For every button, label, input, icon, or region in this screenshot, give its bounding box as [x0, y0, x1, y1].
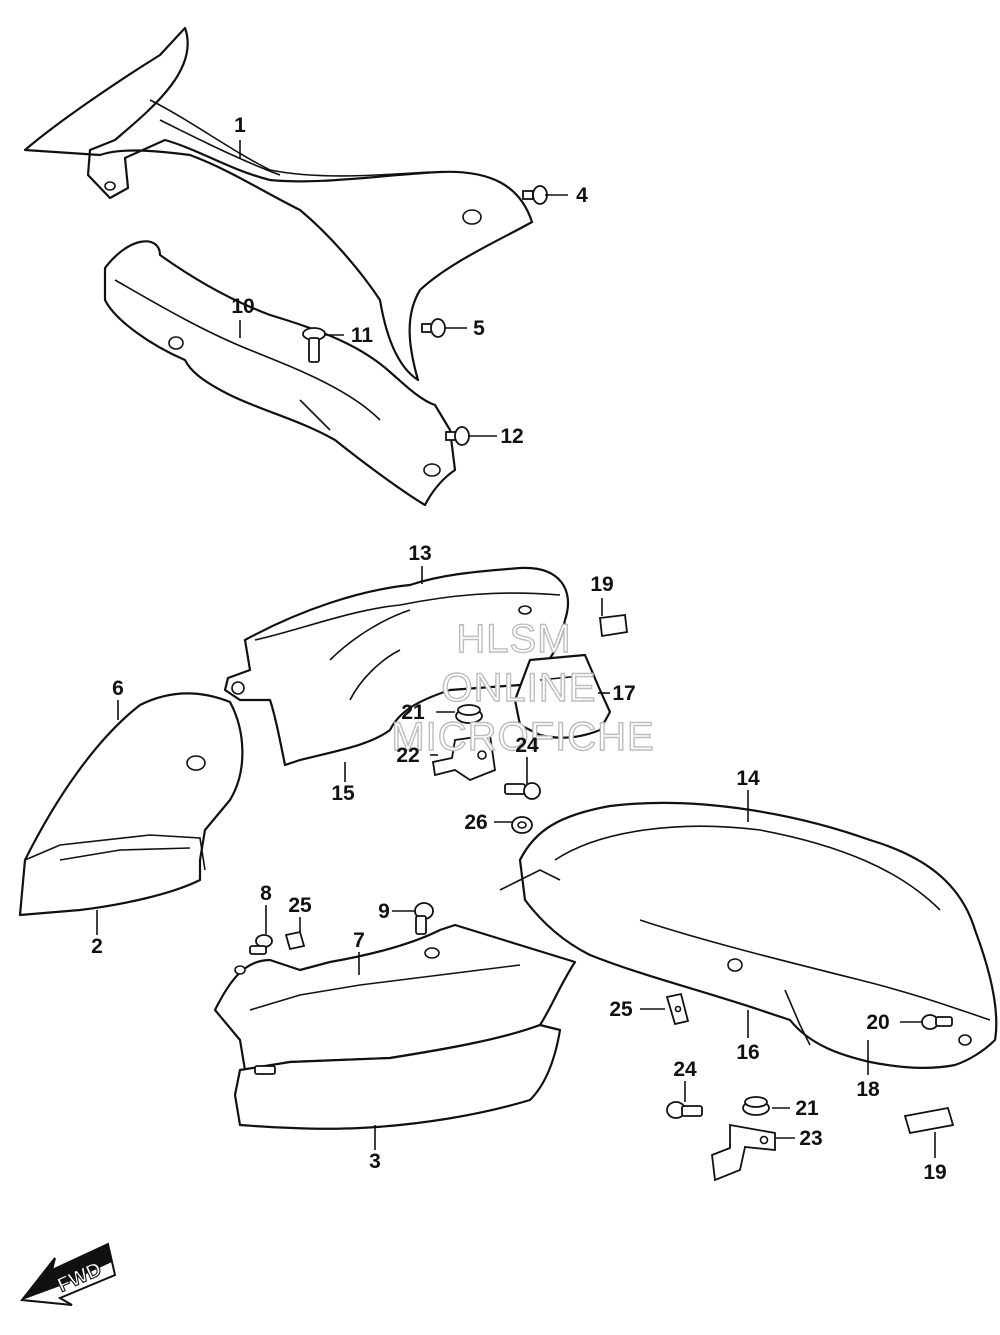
watermark-line-1: HLSM: [456, 617, 571, 661]
bolt-24-lower: [666, 1101, 703, 1119]
callout-19-upper: 19: [590, 573, 613, 596]
part-17-bracket: [513, 653, 612, 739]
callout-17: 17: [612, 682, 635, 705]
clip-25-upper: [284, 930, 306, 951]
grommet-21-upper: [455, 704, 483, 724]
callout-15: 15: [331, 782, 355, 805]
callout-19-lower: 19: [923, 1161, 946, 1184]
callout-12: 12: [500, 425, 523, 448]
callout-9: 9: [378, 900, 390, 923]
callout-21-lower: 21: [795, 1097, 819, 1120]
grommet-21-lower: [742, 1096, 770, 1116]
callout-26: 26: [464, 811, 487, 834]
callout-13: 13: [408, 542, 431, 565]
watermark: HLSM ONLINE MICROFICHE: [391, 616, 655, 759]
rivet-5: [421, 318, 446, 338]
rivet-4: [522, 185, 548, 205]
callout-2: 2: [91, 935, 103, 958]
callout-11: 11: [351, 324, 374, 347]
part-14-right-side-cover: [499, 801, 998, 1069]
watermark-line-3: MICROFICHE: [391, 715, 654, 759]
callout-16: 16: [736, 1041, 759, 1064]
callout-24-upper: 24: [515, 734, 539, 757]
callout-1: 1: [234, 114, 246, 137]
part-6-left-side-panel: [18, 692, 244, 917]
screw-20: [921, 1014, 953, 1030]
bracket-22: [431, 733, 496, 782]
bolt-24-upper: [504, 782, 541, 800]
callout-7: 7: [353, 929, 365, 952]
callout-18: 18: [856, 1078, 880, 1101]
nut-26: [511, 816, 533, 834]
callout-24-lower: 24: [673, 1058, 697, 1081]
callout-8: 8: [260, 882, 272, 905]
clip-25-lower: [665, 992, 690, 1026]
callout-3: 3: [369, 1150, 381, 1173]
bracket-23: [711, 1123, 776, 1182]
watermark-line-2: ONLINE: [442, 666, 597, 710]
callout-4: 4: [576, 184, 588, 207]
callout-20: 20: [866, 1011, 889, 1034]
callout-labels: 1 4 5 10 11 12 13 19 17 6 21 22 24 15 26…: [91, 114, 947, 1184]
part-7-lower-left-panel: [213, 923, 577, 1130]
callout-10: 10: [231, 295, 254, 318]
screw-9: [414, 902, 434, 935]
fwd-arrow-icon: FWD: [20, 1242, 117, 1306]
leader-lines: [96, 140, 936, 1158]
callout-5: 5: [473, 317, 485, 340]
screw-8: [249, 934, 273, 955]
part-1-upper-cowl: [23, 26, 534, 382]
callout-25-upper: 25: [288, 894, 312, 917]
callout-25-lower: 25: [609, 998, 633, 1021]
callout-6: 6: [112, 677, 124, 700]
rubber-19-lower: [903, 1106, 955, 1135]
part-10-lower-cowl: [103, 240, 457, 507]
callout-14: 14: [736, 767, 760, 790]
callout-21-upper: 21: [401, 701, 425, 724]
callout-22: 22: [396, 744, 419, 767]
screw-11: [302, 327, 326, 363]
callout-23: 23: [799, 1127, 822, 1150]
rubber-19-upper: [599, 613, 628, 638]
